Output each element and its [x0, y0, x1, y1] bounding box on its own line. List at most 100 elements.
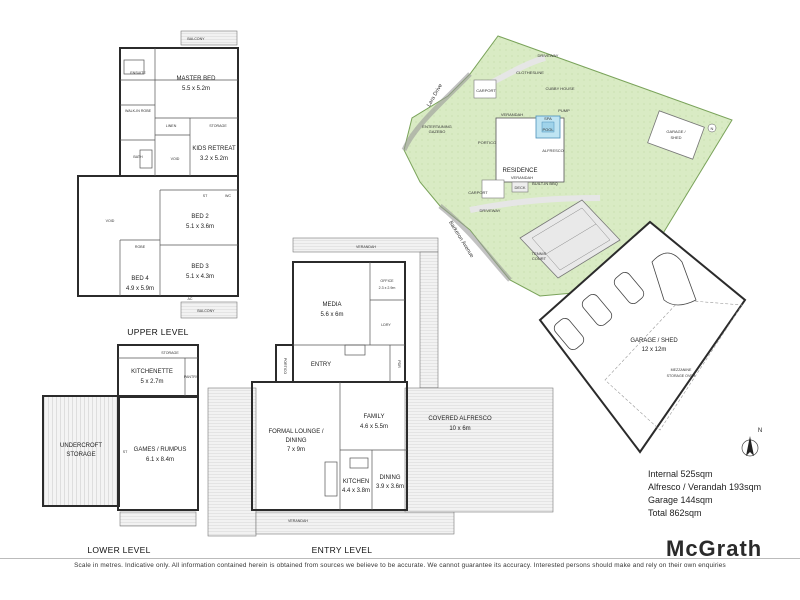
lower-st-label: ST: [123, 450, 128, 454]
car-icon: [581, 294, 613, 326]
bed3-label: BED 3: [191, 264, 209, 270]
site-carport-top-label: CARPORT: [476, 88, 496, 93]
st-label: ST: [203, 194, 208, 198]
bed3-dimensions: 5.1 x 4.3m: [186, 274, 214, 280]
entry-verandah-top-label: VERANDAH: [356, 245, 376, 249]
ac-label: AC: [188, 297, 193, 301]
site-carport-bottom-label: CARPORT: [468, 190, 488, 195]
kitchen-label: KITCHEN: [343, 479, 369, 485]
void-large-label: VOID: [106, 219, 115, 223]
formal-lounge-label: FORMAL LOUNGE /: [268, 429, 323, 435]
undercroft-label: UNDERCROFT: [60, 443, 102, 449]
car-icon: [553, 318, 585, 350]
footer-divider: [0, 558, 800, 559]
site-verandah-label: VERANDAH: [501, 112, 523, 117]
upper-balcony-bottom-label: BALCONY: [197, 309, 215, 313]
formal-dining-label: DINING: [286, 438, 307, 444]
covered-alfresco-dimensions: 10 x 6m: [449, 426, 470, 432]
residence-label: RESIDENCE: [502, 168, 537, 174]
upper-level-plan: BALCONY MASTER BED 5.5 x 5.2m ENSUITE WA…: [77, 30, 239, 337]
office-dimensions: 2.3 x 2.9m: [379, 286, 396, 290]
spa-label: SPA: [544, 116, 552, 121]
media-dimensions: 5.6 x 6m: [320, 312, 343, 318]
undercroft-storage-label: STORAGE: [66, 452, 95, 458]
family-dimensions: 4.6 x 5.5m: [360, 424, 388, 430]
garage-title-label: GARAGE / SHED: [630, 338, 678, 344]
kids-retreat-label: KIDS RETREAT: [192, 146, 236, 152]
mezzanine-line2-label: STORAGE OVER: [667, 374, 696, 378]
north-arrow-icon: N: [741, 428, 762, 457]
site-portico-label: PORTICO: [478, 140, 496, 145]
family-label: FAMILY: [364, 414, 385, 420]
gazebo-line1-label: ENTERTAINING: [422, 124, 451, 129]
boat-icon: [651, 252, 697, 306]
internal-area: Internal 525sqm: [648, 469, 713, 479]
tennis-label: TENNIS: [532, 251, 547, 256]
disclaimer-text: Scale in metres. Indicative only. All in…: [74, 562, 726, 569]
dining-dimensions: 3.9 x 3.6m: [376, 484, 404, 490]
built-in-bbq-label: BUILT-IN BBQ: [532, 181, 558, 186]
garage-dimensions: 12 x 12m: [642, 347, 667, 353]
media-label: MEDIA: [322, 302, 341, 308]
bed4-label: BED 4: [131, 276, 149, 282]
clothesline-label: CLOTHESLINE: [516, 70, 544, 75]
garage-area: Garage 144sqm: [648, 495, 713, 505]
car-icon: [613, 272, 645, 304]
pool-label: POOL: [542, 127, 554, 132]
ensuite-label: ENSUITE: [130, 71, 146, 75]
bed2-label: BED 2: [191, 214, 209, 220]
portico-label: PORTICO: [283, 358, 287, 375]
master-bed-dimensions: 5.5 x 5.2m: [182, 86, 210, 92]
kitchenette-label: KITCHENETTE: [131, 369, 173, 375]
wc-label: WC: [225, 194, 231, 198]
north-label: N: [758, 428, 762, 434]
site-north-label: N: [711, 126, 714, 131]
garage-shed-line2-label: SHED: [670, 135, 681, 140]
master-bed-label: MASTER BED: [176, 76, 216, 82]
covered-alfresco-label: COVERED ALFRESCO: [428, 416, 492, 422]
lower-storage-label: STORAGE: [161, 351, 179, 355]
pump-label: PUMP: [558, 108, 570, 113]
walk-in-robe-label: WALK-IN ROBE: [125, 109, 152, 113]
garage-shed-line1-label: GARAGE /: [666, 129, 686, 134]
bed2-dimensions: 5.1 x 3.6m: [186, 224, 214, 230]
office-label: OFFICE: [380, 279, 394, 283]
cubby-house-label: CUBBY HOUSE: [545, 86, 574, 91]
robe-label: ROBE: [135, 245, 146, 249]
laundry-label: LDRY: [381, 323, 391, 327]
entry-verandah-bottom-label: VERANDAH: [288, 519, 308, 523]
pantry-label: PANTRY: [184, 375, 199, 379]
kitchenette-dimensions: 5 x 2.7m: [140, 379, 163, 385]
deck-label: DECK: [514, 185, 525, 190]
bed4-dimensions: 4.9 x 5.9m: [126, 286, 154, 292]
kids-retreat-dimensions: 3.2 x 5.2m: [200, 156, 228, 162]
gazebo-line2-label: GAZEBO: [429, 129, 446, 134]
powder-label: PDR: [397, 360, 401, 368]
games-rumpus-dimensions: 6.1 x 8.4m: [146, 457, 174, 463]
entry-level-plan: VERANDAH MEDIA 5.6 x 6m OFFICE 2.3 x 2.9…: [207, 237, 554, 555]
mezzanine-line1-label: MEZZANINE: [671, 368, 692, 372]
court-label: COURT: [532, 256, 547, 261]
site-verandah2-label: VERANDAH: [511, 175, 533, 180]
formal-lounge-dimensions: 7 x 9m: [287, 447, 305, 453]
upper-balcony-top-label: BALCONY: [187, 37, 205, 41]
total-area: Total 862sqm: [648, 508, 702, 518]
upper-level-title: UPPER LEVEL: [127, 327, 188, 337]
bath-label: BATH: [133, 155, 143, 159]
site-alfresco-label: ALFRESCO: [542, 148, 564, 153]
site-driveway-bottom-label: DRIVEWAY: [480, 208, 501, 213]
mcgrath-logo: McGrath: [666, 536, 763, 561]
garage-plan: GARAGE / SHED 12 x 12m MEZZANINE STORAGE…: [538, 220, 747, 454]
kitchen-dimensions: 4.4 x 3.8m: [342, 488, 370, 494]
entry-label: ENTRY: [311, 362, 331, 368]
lower-level-title: LOWER LEVEL: [87, 545, 150, 555]
upper-storage-label: STORAGE: [209, 124, 227, 128]
lower-level-plan: STORAGE PANTRY KITCHENETTE 5 x 2.7m UNDE…: [42, 344, 199, 555]
entry-level-title: ENTRY LEVEL: [312, 545, 373, 555]
area-summary: Internal 525sqm Alfresco / Verandah 193s…: [648, 468, 761, 520]
linen-label: LINEN: [166, 124, 177, 128]
games-rumpus-label: GAMES / RUMPUS: [134, 447, 187, 453]
void-small-label: VOID: [171, 157, 180, 161]
site-driveway-top-label: DRIVEWAY: [538, 53, 559, 58]
